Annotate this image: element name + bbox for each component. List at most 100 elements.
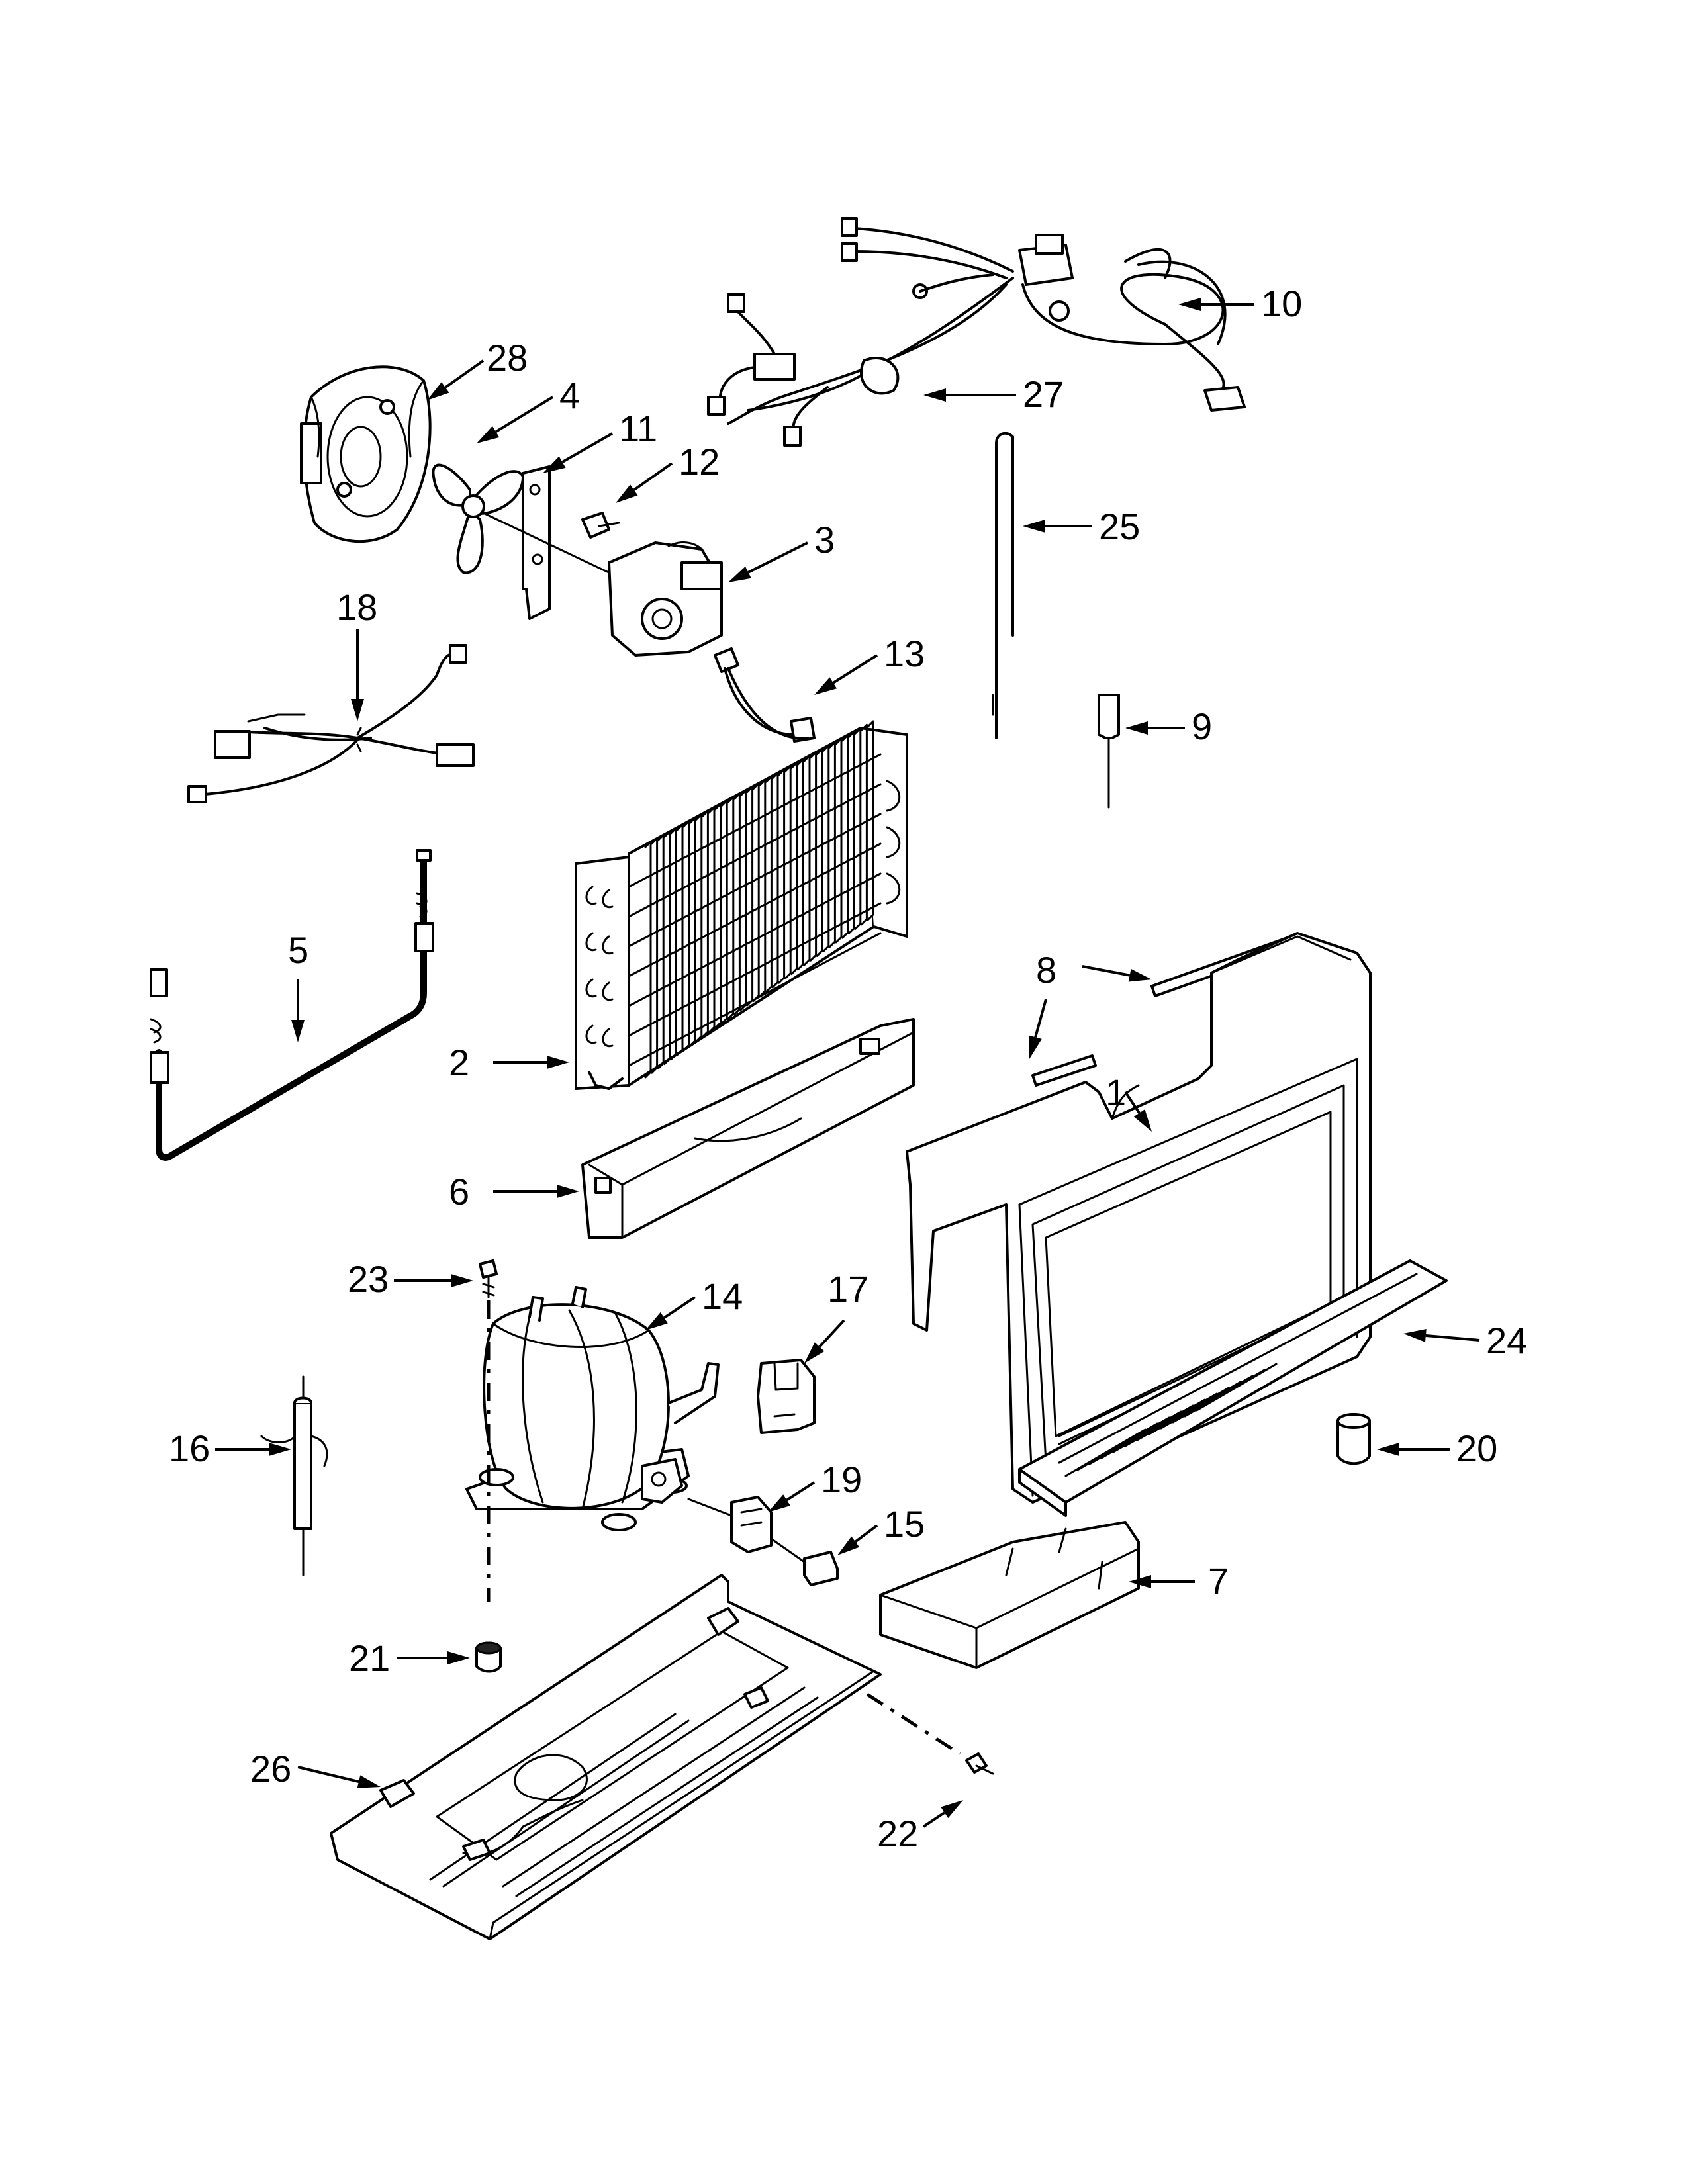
drier-part-16 xyxy=(260,1375,328,1576)
callout-label-27: 27 xyxy=(1023,373,1064,415)
callout-label-17: 17 xyxy=(827,1268,868,1310)
leader-1-line xyxy=(1124,1091,1141,1114)
heater-part-5 xyxy=(150,849,434,1161)
evaporator-fin xyxy=(688,817,696,1047)
screw-part-23 xyxy=(479,1259,498,1298)
tube-part-25 xyxy=(992,432,1014,739)
leader-28-arrowhead xyxy=(427,382,449,400)
leader-14-line xyxy=(663,1296,696,1319)
evaporator-tube xyxy=(628,872,882,1007)
callout-label-24: 24 xyxy=(1486,1320,1527,1361)
leader-25-arrowhead xyxy=(1023,520,1045,533)
evaporator-fin xyxy=(796,758,804,971)
callout-label-8: 8 xyxy=(1036,949,1056,991)
leader-16-arrowhead xyxy=(269,1443,291,1456)
fan-blade-part-4 xyxy=(432,463,524,574)
callout-label-2: 2 xyxy=(449,1042,469,1083)
callout-label-16: 16 xyxy=(169,1428,210,1469)
leader-13-arrowhead xyxy=(814,677,837,695)
leader-19-line xyxy=(786,1481,816,1502)
evaporator-fin xyxy=(669,827,677,1061)
evaporator-tube xyxy=(628,813,882,948)
thermistor-part-9 xyxy=(1098,694,1120,809)
evaporator-fin xyxy=(765,775,773,993)
leader-11-line xyxy=(561,432,613,463)
screw-part-12 xyxy=(581,512,620,539)
evaporator-tube xyxy=(628,902,882,1037)
leader-13-line xyxy=(832,654,878,684)
leader-1-arrowhead xyxy=(1133,1109,1152,1132)
callout-label-5: 5 xyxy=(288,929,308,971)
callout-label-18: 18 xyxy=(336,586,377,628)
callout-label-4: 4 xyxy=(559,375,580,416)
callout-label-25: 25 xyxy=(1099,506,1140,547)
leader-18-arrowhead xyxy=(351,699,364,721)
evaporator-fin xyxy=(651,837,659,1074)
grille-part-24 xyxy=(1018,1259,1448,1517)
leader-23-arrowhead xyxy=(451,1274,473,1287)
leader-11-arrowhead xyxy=(543,456,566,473)
overload-part-15 xyxy=(770,1537,839,1586)
leader-3-arrowhead xyxy=(728,566,751,582)
grille-edge xyxy=(1058,1273,1418,1464)
callout-label-6: 6 xyxy=(449,1171,469,1212)
callout-label-1: 1 xyxy=(1105,1071,1126,1113)
grille-coil xyxy=(1196,1363,1278,1412)
leader-20-arrowhead xyxy=(1377,1443,1399,1456)
evaporator-fin xyxy=(663,830,671,1066)
relay-part-19 xyxy=(687,1496,773,1553)
evaporator-fin xyxy=(841,734,849,939)
harness-part-18 xyxy=(187,644,475,803)
leader-19-arrowhead xyxy=(768,1494,791,1512)
evaporator-fin xyxy=(759,778,767,998)
evaporator-fin xyxy=(771,772,779,989)
evaporator-fin xyxy=(739,789,747,1011)
evaporator-fin xyxy=(778,768,786,984)
base-plate-part-26 xyxy=(330,1574,882,1940)
leader-12-line xyxy=(633,462,673,492)
evaporator-fin xyxy=(657,834,665,1069)
leader-15-arrowhead xyxy=(837,1536,860,1555)
leader-8b-arrowhead xyxy=(1029,1035,1042,1059)
evaporator-fin xyxy=(714,803,722,1029)
callout-label-15: 15 xyxy=(884,1503,925,1545)
evaporator-tube xyxy=(628,842,882,978)
leader-6-arrowhead xyxy=(557,1185,579,1198)
leader-24-arrowhead xyxy=(1403,1328,1427,1342)
evaporator-fin xyxy=(822,744,830,953)
callout-label-20: 20 xyxy=(1456,1428,1497,1469)
assembly-lines xyxy=(487,1300,961,1756)
callout-label-21: 21 xyxy=(349,1637,390,1679)
evaporator-fin xyxy=(816,748,823,957)
evaporator-fin xyxy=(803,754,811,966)
leader-8a-line xyxy=(1082,965,1130,977)
callout-label-3: 3 xyxy=(814,519,835,561)
leader-15-line xyxy=(854,1524,878,1543)
callout-leaders xyxy=(215,298,1480,1828)
evaporator-tube xyxy=(628,783,882,918)
leader-17-line xyxy=(818,1319,845,1348)
evaporator-fin xyxy=(644,841,652,1079)
leader-3-line xyxy=(747,541,808,574)
leader-7-arrowhead xyxy=(1129,1575,1151,1588)
leader-14-arrowhead xyxy=(645,1312,668,1330)
callout-label-12: 12 xyxy=(679,441,720,482)
leader-4-arrowhead xyxy=(477,426,500,443)
evaporator-fin xyxy=(847,731,855,934)
compressor-part-14 xyxy=(465,1286,720,1531)
callout-label-28: 28 xyxy=(487,337,528,379)
callout-label-26: 26 xyxy=(250,1748,291,1790)
leader-22-arrowhead xyxy=(941,1800,963,1819)
leader-26-arrowhead xyxy=(357,1775,381,1788)
evaporator-fin xyxy=(727,796,735,1021)
callout-label-10: 10 xyxy=(1261,283,1302,324)
evaporator-fin xyxy=(708,806,716,1034)
evaporator-fin xyxy=(854,727,862,931)
grommet-part-21 xyxy=(475,1641,502,1673)
callout-label-13: 13 xyxy=(884,633,925,674)
leader-17-arrowhead xyxy=(804,1342,825,1363)
evaporator-tube xyxy=(628,932,882,1067)
leader-2-arrowhead xyxy=(547,1056,569,1069)
callout-labels: 1 2 3 4 5 6 7 8 9 10 11 12 13 14 15 16 1… xyxy=(169,283,1527,1854)
